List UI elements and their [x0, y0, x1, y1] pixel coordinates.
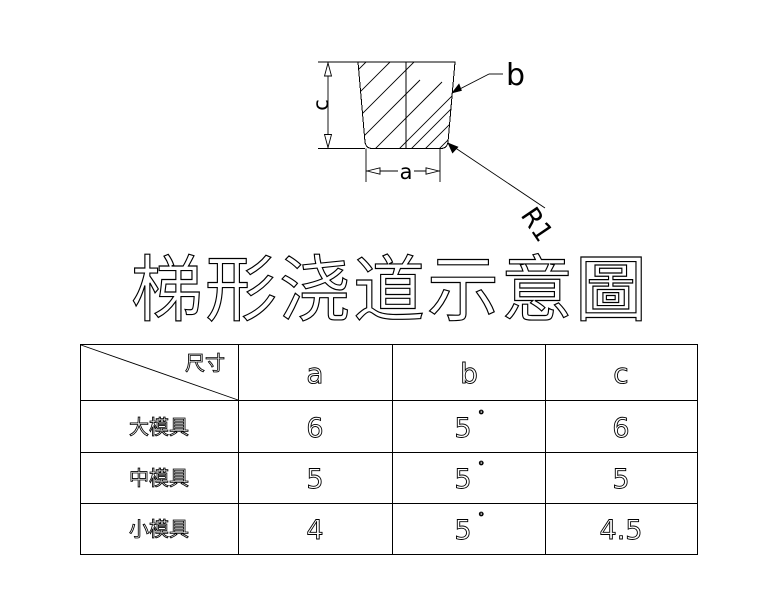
- table-corner-header: 尺寸: [185, 351, 225, 375]
- width-dimension-a: a: [365, 148, 441, 184]
- table-cell-a: 6: [306, 413, 323, 444]
- leader-line-r1: [447, 142, 546, 209]
- leader-arrowhead-b: [451, 83, 462, 94]
- table-cell-b: 5: [454, 413, 471, 444]
- height-dimension-label: c: [309, 99, 333, 111]
- figure-title: 梯形浇道示意圖: [131, 248, 649, 332]
- height-dimension-c: c: [309, 61, 365, 150]
- leader-label-b: b: [506, 58, 525, 93]
- table-cell-c: 6: [612, 413, 629, 444]
- arrowhead-left: [366, 167, 381, 175]
- table-column-header-c: c: [613, 357, 628, 390]
- leader-arrowhead-r1: [447, 142, 459, 154]
- corner-cell-diagonal: [80, 344, 239, 401]
- table-cell-b-degree: °: [478, 409, 485, 424]
- table-row-label: 小模具: [129, 517, 189, 541]
- table-row: 大模具 6 5 ° 6: [129, 409, 630, 445]
- table-cell-c: 5: [612, 464, 629, 495]
- table-cell-a: 4: [306, 515, 323, 546]
- side-angle-leader-b: b: [451, 58, 525, 94]
- table-cell-b: 5: [454, 515, 471, 546]
- leader-label-r1: R1: [514, 202, 558, 247]
- table-row-label: 中模具: [129, 466, 189, 490]
- table-column-header-a: a: [306, 357, 323, 390]
- trapezoid-section-view: [357, 61, 456, 149]
- table-row: 小模具 4 5 ° 4.5: [129, 511, 643, 547]
- table-column-header-b: b: [460, 357, 478, 390]
- arrowhead-right: [425, 167, 440, 175]
- table-outer-border: [79, 343, 699, 556]
- width-dimension-label: a: [400, 160, 413, 184]
- dimension-table: 尺寸 a b c 大模具 6 5 ° 6 中模具 5 5 ° 5: [79, 343, 699, 556]
- table-cell-a: 5: [306, 464, 323, 495]
- table-cell-b-degree: °: [478, 460, 485, 475]
- table-cell-b: 5: [454, 464, 471, 495]
- table-cell-c: 4.5: [600, 515, 643, 546]
- arrowhead-up: [323, 61, 333, 77]
- table-row: 中模具 5 5 ° 5: [129, 460, 630, 496]
- arrowhead-down: [323, 134, 333, 150]
- table-row-label: 大模具: [129, 415, 189, 439]
- table-cell-b-degree: °: [478, 511, 485, 526]
- fillet-radius-leader-r1: R1: [447, 142, 558, 248]
- trapezoid-outline: [357, 61, 456, 149]
- section-hatching: [358, 62, 455, 148]
